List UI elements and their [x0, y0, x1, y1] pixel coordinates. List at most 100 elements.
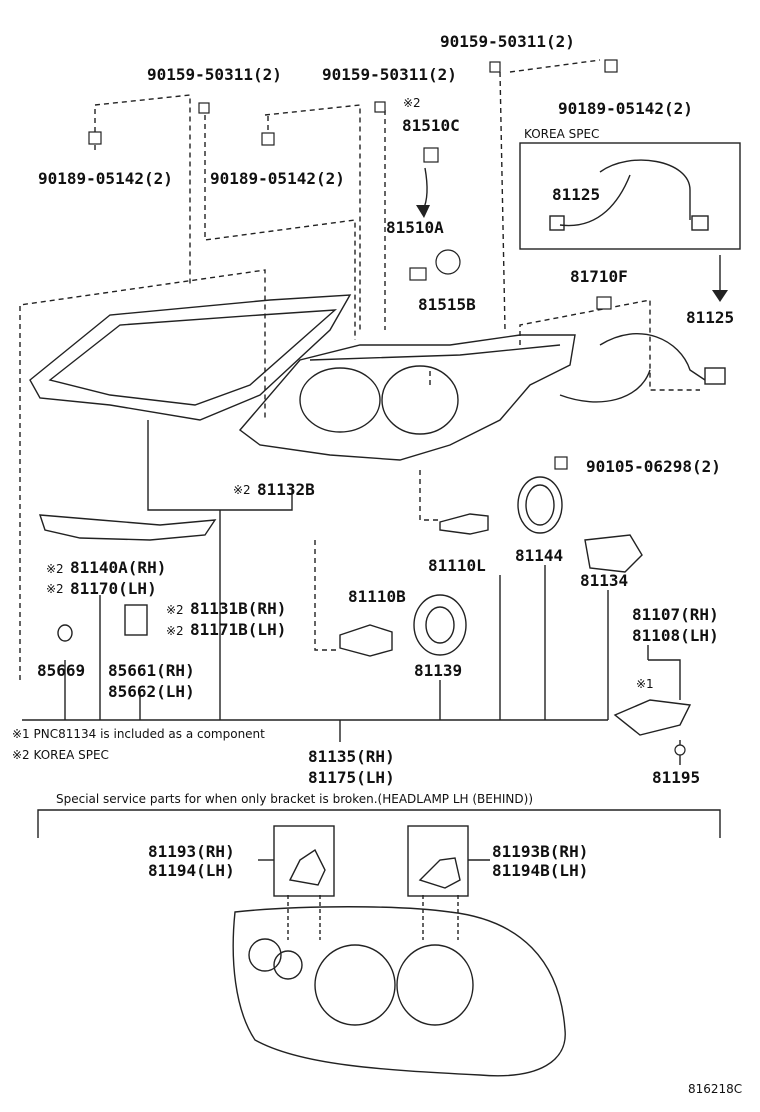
part-label-81131B: 81131B(RH)	[190, 599, 287, 618]
housing-reflector-1	[299, 367, 381, 433]
illustration-code: 816218C	[688, 1082, 743, 1096]
nut-icon	[88, 131, 102, 145]
part-label-81140A: 81140A(RH)	[70, 558, 167, 577]
rear-housing-hole-2	[273, 950, 303, 980]
part-label-81193: 81193(RH)	[148, 842, 235, 861]
part-label-81710F: 81710F	[570, 267, 628, 286]
part-label-90189-a: 90189-05142(2)	[558, 99, 693, 118]
mark-2-81131B: ※2	[166, 603, 184, 617]
part-label-81135: 81135(RH)	[308, 747, 395, 766]
part-label-81194: 81194(LH)	[148, 861, 235, 880]
korea-spec-box-label: KOREA SPEC	[524, 127, 600, 141]
headlamp-housing	[238, 334, 576, 461]
bracket-81140A	[39, 514, 217, 541]
motor-85661	[124, 604, 148, 636]
housing-top-ridge	[309, 344, 561, 361]
mark-2-81140A: ※2	[46, 562, 64, 576]
assembly-leader-85661	[99, 595, 141, 720]
headlamp-lens	[29, 294, 352, 421]
part-label-85669: 85669	[37, 661, 86, 680]
arrow-81510-head	[416, 205, 430, 218]
bulb-81510A-icon	[409, 267, 427, 281]
part-label-81110B: 81110B	[348, 587, 406, 606]
screw-81195-icon	[674, 744, 686, 756]
part-label-81132B: 81132B	[257, 480, 315, 499]
part-label-90189-c: 90189-05142(2)	[210, 169, 345, 188]
dashed-81193	[287, 895, 321, 940]
part-label-81170: 81170(LH)	[70, 579, 157, 598]
korea-connector-right	[691, 215, 709, 231]
note-1: ※1 PNC81134 is included as a component	[12, 727, 265, 741]
special-bracket-line	[37, 809, 721, 838]
rear-housing-outline	[232, 906, 566, 1077]
part-label-81193B: 81193B(RH)	[492, 842, 589, 861]
socket-81139	[413, 594, 467, 656]
mark-2-81171B: ※2	[166, 624, 184, 638]
bracket-81193B-part	[418, 857, 461, 889]
mark-2-81132B: ※2	[233, 483, 251, 497]
korea-harness-wire	[559, 159, 691, 227]
part-label-81515B: 81515B	[418, 295, 476, 314]
mark-2-81170: ※2	[46, 582, 64, 596]
harness-81125	[559, 333, 706, 403]
mark-1-81107: ※1	[636, 677, 654, 691]
korea-spec-box	[519, 142, 741, 250]
gasket-81134	[584, 534, 643, 573]
part-label-81510C: 81510C	[402, 116, 460, 135]
part-label-81125-korea: 81125	[552, 185, 601, 204]
part-label-81144: 81144	[515, 546, 564, 565]
part-label-90159-b: 90159-50311(2)	[147, 65, 282, 84]
bulb-81110L	[439, 513, 489, 535]
dashed-leaders-top	[19, 59, 700, 680]
bracket-81193-part	[288, 848, 326, 886]
part-label-85661: 85661(RH)	[108, 661, 195, 680]
part-label-90189-b: 90189-05142(2)	[38, 169, 173, 188]
bracket-81193B-box	[407, 825, 469, 897]
bulb-81110B	[339, 624, 393, 657]
harness-81125-connector	[704, 367, 726, 385]
leader-81132B	[147, 420, 293, 511]
part-label-81194B: 81194B(LH)	[492, 861, 589, 880]
mark-2-81510C: ※2	[403, 96, 421, 110]
rear-housing-hole-1	[248, 938, 282, 972]
part-label-81175: 81175(LH)	[308, 768, 395, 787]
part-label-85662: 85662(LH)	[108, 682, 195, 701]
dashed-81193B	[422, 895, 459, 940]
bolt-icon	[198, 102, 210, 114]
rear-housing-hole-3	[314, 944, 396, 1026]
socket-81515B-icon	[435, 249, 461, 275]
headlamp-lens-inner	[48, 309, 338, 406]
part-label-90105: 90105-06298(2)	[586, 457, 721, 476]
socket-81139-inner	[425, 606, 455, 644]
bolt-icon	[489, 61, 501, 73]
screw-icon	[554, 456, 568, 470]
arrow-81510	[422, 167, 428, 211]
part-label-81110L: 81110L	[428, 556, 486, 575]
part-label-81108: 81108(LH)	[632, 626, 719, 645]
ring-81144-inner	[525, 484, 555, 526]
housing-reflector-2	[381, 365, 459, 435]
part-label-81134: 81134	[580, 571, 629, 590]
ballast-wire	[648, 659, 681, 700]
part-label-81107: 81107(RH)	[632, 605, 719, 624]
part-label-81125: 81125	[686, 308, 735, 327]
part-label-81139: 81139	[414, 661, 463, 680]
korea-connector-left	[549, 215, 565, 231]
ballast-81107	[613, 699, 692, 736]
ring-81144	[517, 476, 563, 534]
ring-85669	[57, 624, 73, 642]
arrow-81125-head	[712, 290, 728, 302]
note-2: ※2 KOREA SPEC	[12, 748, 109, 762]
bulb-81710F-icon	[596, 296, 612, 310]
bracket-81193-box	[273, 825, 335, 897]
part-label-90159-a: 90159-50311(2)	[440, 32, 575, 51]
special-service-note: Special service parts for when only brac…	[56, 792, 534, 806]
nut-icon	[261, 132, 275, 146]
nut-icon	[604, 59, 618, 73]
rear-housing-hole-4	[396, 944, 474, 1026]
bulb-81510C-icon	[423, 147, 439, 163]
part-label-81195: 81195	[652, 768, 701, 787]
part-label-90159-c: 90159-50311(2)	[322, 65, 457, 84]
bolt-icon	[374, 101, 386, 113]
